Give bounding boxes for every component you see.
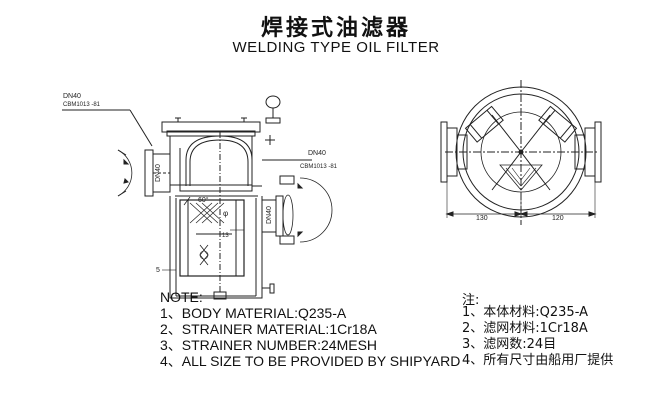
note-en-item: 1、BODY MATERIAL:Q235-A <box>160 305 347 321</box>
outlet-dn-label: DN40 <box>266 206 273 224</box>
plan-strainer-wedges <box>491 114 551 191</box>
plan-left-flange <box>440 121 468 183</box>
inlet-nozzle: DN40 <box>117 149 171 197</box>
notes-cn-heading: 注: <box>462 293 480 308</box>
t-handle <box>265 95 281 124</box>
note-cn-item: 2、滤网材料:1Cr18A <box>462 321 588 336</box>
right-flange-callout: DN40 CBM1013 -81 <box>262 135 338 170</box>
note-en-item: 2、STRAINER MATERIAL:1Cr18A <box>160 321 377 337</box>
plan-dimension-line: 130 120 <box>445 182 597 222</box>
notes-en-list: 1、BODY MATERIAL:Q235-A 2、STRAINER MATERI… <box>160 305 460 369</box>
separator-plate <box>175 184 258 197</box>
outlet-nozzle: DN40 <box>261 175 333 245</box>
note-cn-item: 1、本体材料:Q235-A <box>462 305 588 320</box>
note-cn-item: 4、所有尺寸由船用厂提供 <box>462 353 614 368</box>
title-chinese: 焊接式油滤器 <box>260 16 411 41</box>
left-flange-callout: DN40 CBM1013 -81 <box>62 93 153 147</box>
dim-5-label: 5 <box>156 267 160 274</box>
notes-en-heading: NOTE: <box>160 289 203 305</box>
callout-dn-left: DN40 <box>63 93 81 100</box>
wall-thickness-dim: 5 <box>156 267 176 274</box>
callout-dn-right: DN40 <box>308 150 326 157</box>
phi-label: φ <box>223 209 228 218</box>
callout-std-left: CBM1013 -81 <box>63 102 101 108</box>
note-cn-item: 3、滤网数:24目 <box>462 337 557 352</box>
plan-right-flange <box>574 121 602 183</box>
filter-upper-body <box>169 132 262 292</box>
dim-13-label: 13 <box>222 233 229 239</box>
plan-bolt-left <box>464 105 504 143</box>
notes-cn-list: 1、本体材料:Q235-A 2、滤网材料:1Cr18A 3、滤网数:24目 4、… <box>462 305 613 369</box>
callout-std-right: CBM1013 -81 <box>300 164 338 170</box>
angle-label: 60° <box>198 196 209 204</box>
dim-120-label: 120 <box>552 215 564 222</box>
note-en-item: 4、ALL SIZE TO BE PROVIDED BY SHIPYARD <box>160 353 461 369</box>
dim-130-label: 130 <box>476 215 488 222</box>
strainer-basket: 60° φ 13 <box>179 196 245 277</box>
filter-lower-body <box>169 196 275 300</box>
plan-bolt-right <box>538 105 578 143</box>
inlet-dn-label: DN40 <box>155 164 162 182</box>
note-en-item: 3、STRAINER NUMBER:24MESH <box>160 337 378 353</box>
title-english: WELDING TYPE OIL FILTER <box>232 39 440 56</box>
